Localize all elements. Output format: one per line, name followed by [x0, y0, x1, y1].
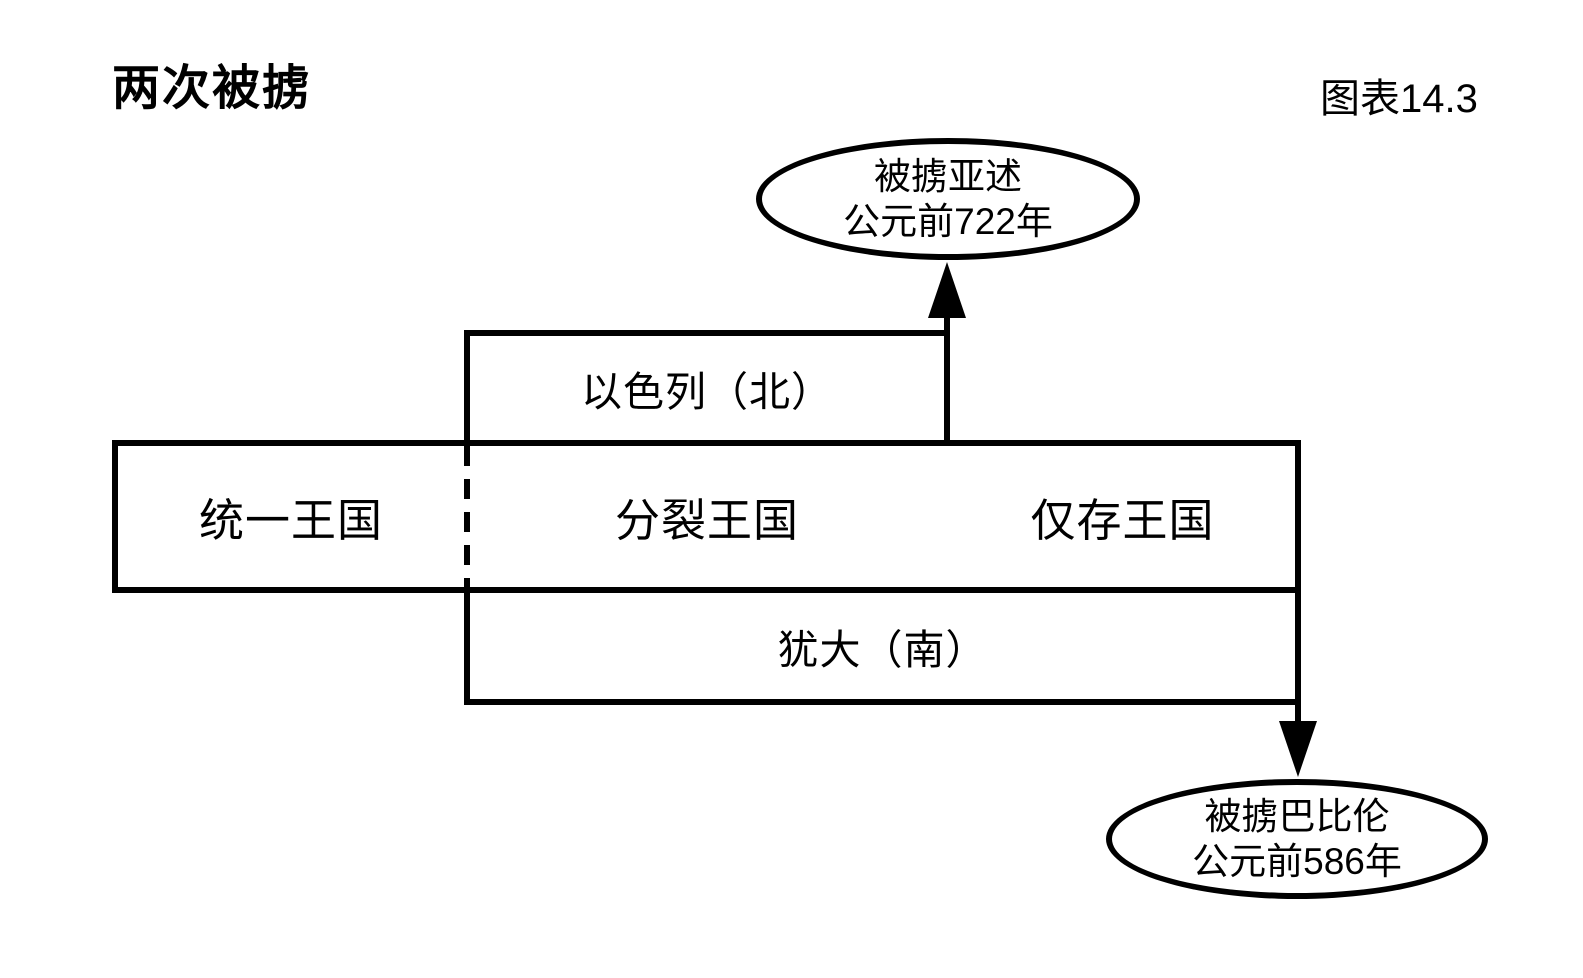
assyria-captivity-ellipse: 被掳亚述 公元前722年: [756, 138, 1140, 260]
judah-south-box: 犹大（南）: [464, 593, 1301, 705]
babylon-captivity-ellipse: 被掳巴比伦 公元前586年: [1106, 779, 1488, 899]
united-divided-dashed-divider: [464, 446, 470, 587]
figure-number-label: 图表14.3: [1320, 77, 1478, 121]
babylon-captivity-line1: 被掳巴比伦: [1204, 796, 1390, 837]
section-surviving-kingdom: 仅存王国: [1030, 495, 1215, 546]
israel-north-box: 以色列（北）: [464, 330, 950, 440]
page-title: 两次被掳: [112, 62, 313, 115]
assyria-captivity-line1: 被掳亚述: [874, 156, 1022, 197]
section-divided-kingdom: 分裂王国: [614, 495, 799, 546]
judah-south-label: 犹大（南）: [777, 627, 988, 673]
down-arrowhead-icon: [1279, 721, 1317, 777]
kingdom-timeline-bar: [112, 440, 1301, 593]
assyria-captivity-year: 公元前722年: [843, 201, 1053, 242]
up-arrowhead-icon: [928, 262, 966, 318]
babylon-arrow-line: [1295, 703, 1301, 735]
israel-north-label: 以色列（北）: [581, 369, 833, 415]
babylon-captivity-year: 公元前586年: [1192, 841, 1402, 882]
section-united-kingdom: 统一王国: [198, 495, 383, 546]
